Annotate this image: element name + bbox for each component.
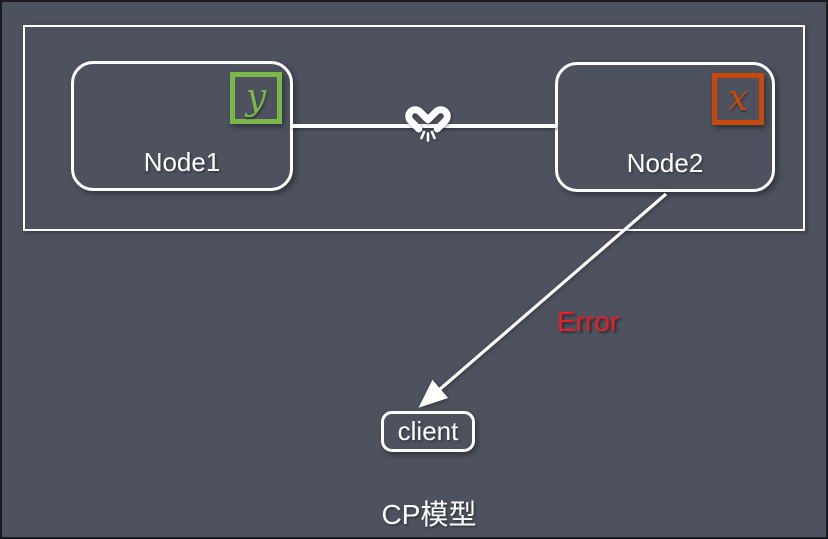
variable-box-y: y (230, 72, 282, 124)
node1-label: Node1 (143, 147, 221, 177)
error-label: Error (557, 306, 620, 337)
error-arrow (418, 192, 668, 408)
client-label: client (397, 416, 459, 446)
node2-label: Node2 (626, 148, 704, 178)
variable-label-x: x (727, 78, 749, 119)
client-node: client (381, 411, 475, 452)
broken-chain-icon (405, 106, 451, 142)
node-node2: x Node2 (555, 62, 775, 192)
variable-box-x: x (712, 73, 764, 125)
cluster-frame (23, 25, 805, 231)
diagram-caption: CP模型 (381, 499, 477, 530)
variable-label-y: y (245, 77, 267, 118)
replication-link-line (291, 124, 557, 128)
node-node1: y Node1 (71, 61, 293, 191)
